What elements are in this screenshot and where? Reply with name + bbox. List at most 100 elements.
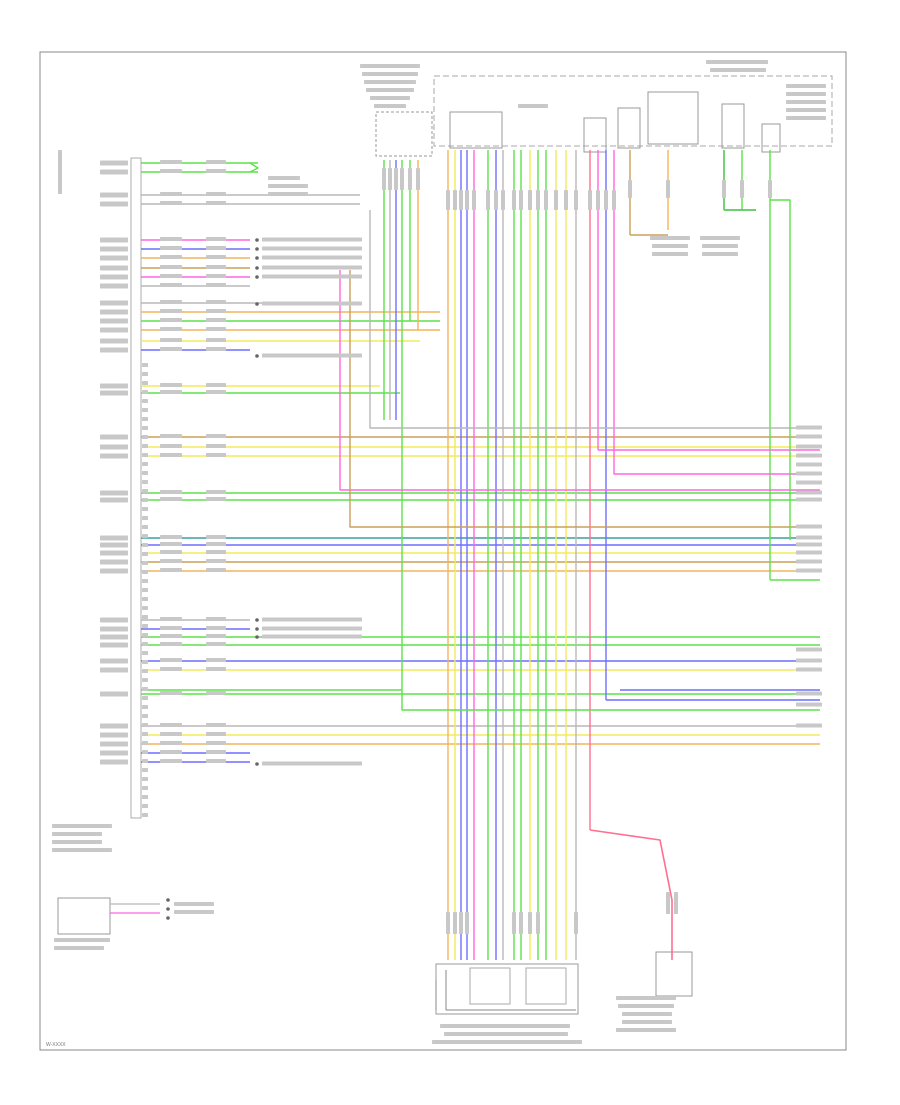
module-title: [58, 150, 62, 194]
wire-code-label: [160, 201, 182, 205]
pin-number: [142, 435, 148, 439]
wire-code-label: [160, 550, 182, 554]
connector-pin: [486, 190, 490, 210]
module-title: [710, 68, 766, 72]
bullet-dot: [255, 275, 259, 279]
pin-number: [142, 498, 148, 502]
pin-label: [100, 642, 128, 648]
wire-code-label: [160, 723, 182, 727]
right-wire-label: [796, 471, 822, 476]
right-wire-label: [796, 462, 822, 467]
pin-label: [100, 741, 128, 747]
wire-code-label: [160, 383, 182, 387]
wire-code-label: [160, 338, 182, 342]
pin-number: [142, 408, 148, 412]
right-wire-label: [796, 453, 822, 458]
wire-code-label: [160, 453, 182, 457]
connector-pin: [453, 912, 457, 934]
pin-label: [100, 658, 128, 664]
wire-code-label: [160, 434, 182, 438]
connector-pin: [465, 190, 469, 210]
right-wire-label: [796, 723, 822, 728]
pin-label: [100, 383, 128, 389]
pin-number: [142, 615, 148, 619]
pin-label: [100, 626, 128, 632]
connector-pin: [588, 190, 592, 210]
module-title: [652, 244, 688, 248]
bullet-dot: [255, 256, 259, 260]
pin-label: [100, 634, 128, 640]
connector-pin: [465, 912, 469, 934]
connector-pin: [740, 180, 744, 198]
module-title: [362, 72, 418, 76]
bullet-dot: [255, 302, 259, 306]
relay-box-4: [647, 91, 699, 145]
circuit-label: [206, 559, 226, 563]
pin-number: [142, 588, 148, 592]
pin-number: [142, 741, 148, 745]
pin-label: [100, 246, 128, 252]
module-title: [54, 938, 110, 942]
pin-label: [100, 338, 128, 344]
wire-code-label: [160, 283, 182, 287]
pin-number: [142, 777, 148, 781]
circuit-label: [206, 338, 226, 342]
wire-code-label: [160, 691, 182, 695]
pin-label: [100, 617, 128, 623]
relay-box-1: [449, 111, 503, 149]
circuit-label: [206, 246, 226, 250]
routing-wire: [589, 829, 673, 960]
connector-pin: [574, 912, 578, 934]
circuit-label: [206, 192, 226, 196]
pin-label: [100, 750, 128, 756]
pin-label: [100, 300, 128, 306]
pin-label: [100, 237, 128, 243]
connector-pin: [519, 190, 523, 210]
wire-code-label: [160, 750, 182, 754]
pin-label: [100, 691, 128, 697]
pin-number: [142, 471, 148, 475]
connector-pin: [472, 190, 476, 210]
connector-pin: [536, 190, 540, 210]
system-reference-label: [262, 301, 362, 306]
connector-pin: [388, 168, 392, 190]
wire-code-label: [160, 444, 182, 448]
system-reference-label: [262, 246, 362, 251]
right-wire-label: [796, 434, 822, 439]
wire-code-label: [160, 327, 182, 331]
connector-pin: [674, 892, 678, 914]
right-wire-label: [796, 425, 822, 430]
right-wire-label: [796, 658, 822, 663]
label-group: [52, 60, 826, 1044]
module-title: [786, 108, 826, 112]
right-wire-label: [796, 667, 822, 672]
wire-code-label: [160, 759, 182, 763]
pin-number: [142, 633, 148, 637]
right-wire-label: [796, 559, 822, 564]
bullet-dot: [166, 898, 170, 902]
pin-label: [100, 309, 128, 315]
circuit-label: [206, 642, 226, 646]
module-title: [700, 236, 740, 240]
circuit-label: [206, 732, 226, 736]
pin-number: [142, 678, 148, 682]
pin-number: [142, 462, 148, 466]
page-frame: [39, 51, 847, 1051]
wire-code-label: [160, 617, 182, 621]
pin-number: [142, 561, 148, 565]
pin-number: [142, 732, 148, 736]
module-title: [374, 104, 406, 108]
routing-wire: [770, 199, 791, 540]
intelligent-power-module-box: [57, 897, 111, 935]
wire-code-label: [160, 169, 182, 173]
circuit-label: [206, 617, 226, 621]
connector-pin: [394, 168, 398, 190]
connector-pin: [519, 912, 523, 934]
connector-pin: [512, 912, 516, 934]
pin-label: [100, 542, 128, 548]
connector-pin: [382, 168, 386, 190]
circuit-label: [206, 723, 226, 727]
wire-code-label: [160, 559, 182, 563]
circuit-label: [206, 434, 226, 438]
